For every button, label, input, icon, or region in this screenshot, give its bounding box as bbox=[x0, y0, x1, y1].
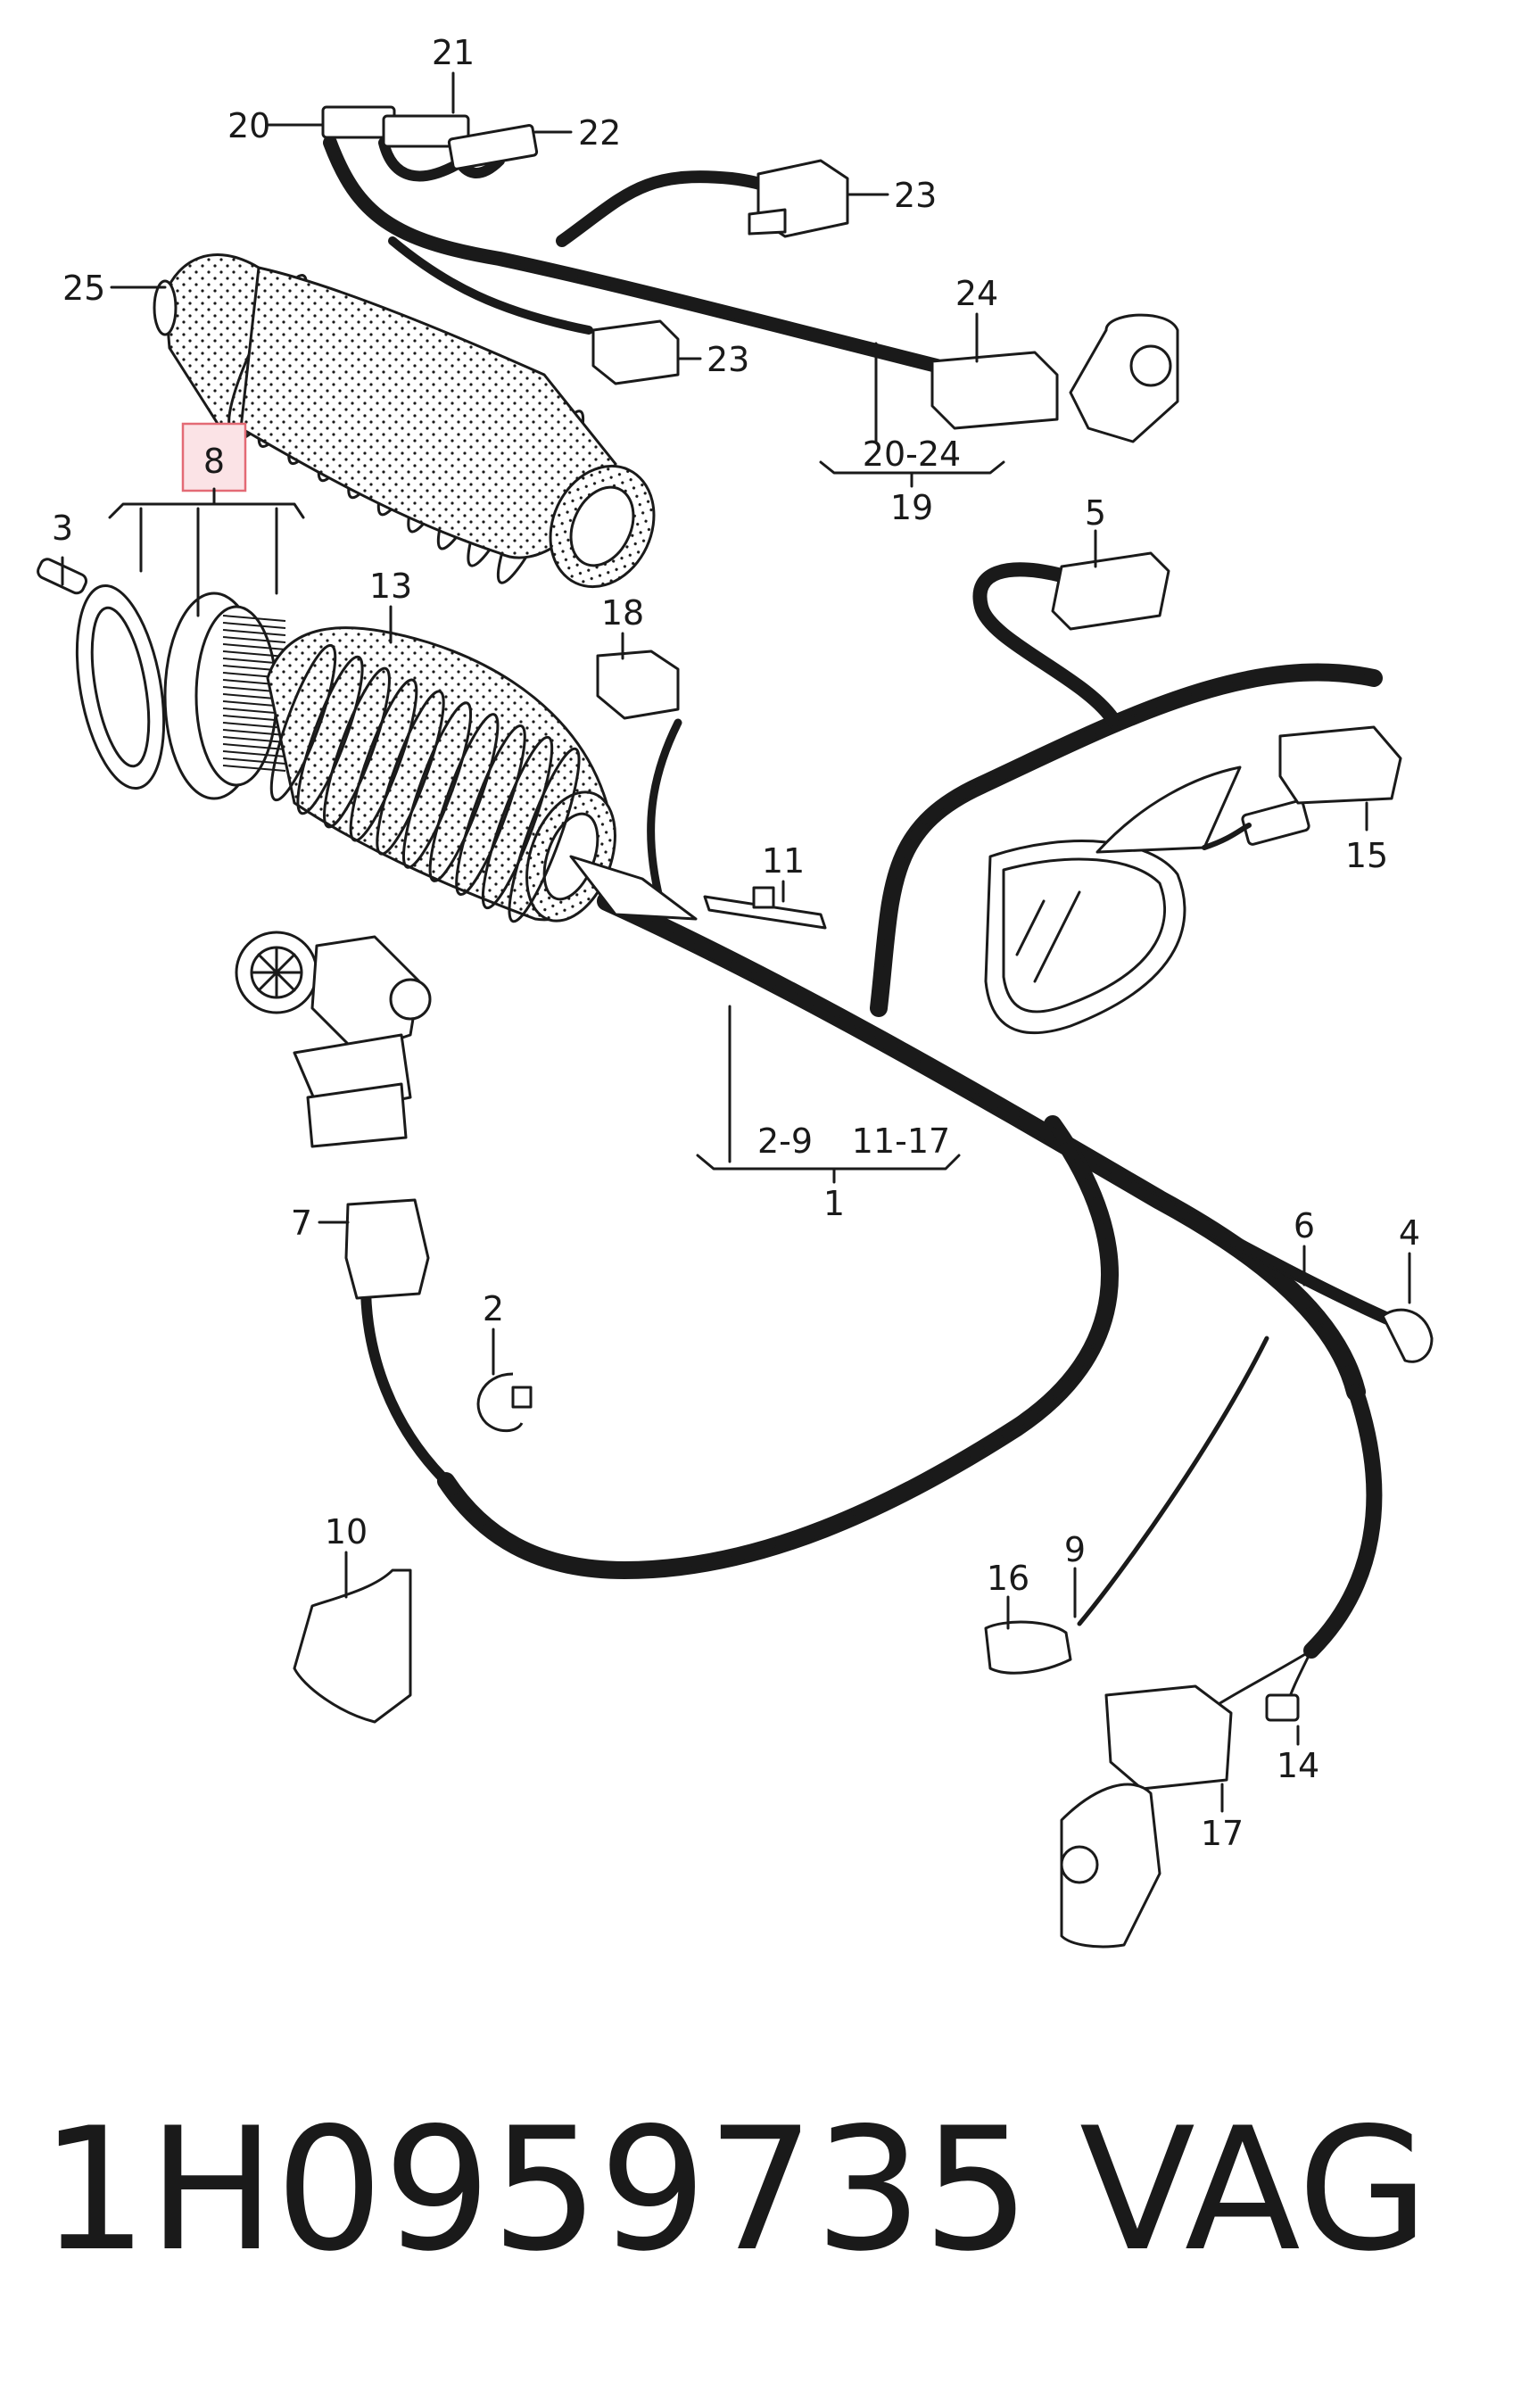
label-13: 13 bbox=[369, 567, 412, 606]
rubber-boot-13 bbox=[266, 626, 698, 923]
label-18: 18 bbox=[601, 593, 644, 633]
label-17: 17 bbox=[1201, 1814, 1244, 1853]
label-21: 21 bbox=[432, 33, 475, 72]
label-23-upper: 23 bbox=[894, 176, 937, 215]
label-range-2-9: 2-9 bbox=[757, 1121, 813, 1161]
label-11: 11 bbox=[762, 841, 805, 881]
label-1: 1 bbox=[823, 1184, 845, 1223]
label-range-20-24: 20-24 bbox=[863, 434, 961, 474]
part-number: 1H0959735 bbox=[40, 2091, 1030, 2288]
label-9: 9 bbox=[1064, 1530, 1086, 1569]
label-8: 8 bbox=[203, 442, 225, 481]
label-3: 3 bbox=[52, 509, 73, 548]
label-16: 16 bbox=[987, 1559, 1029, 1598]
window-motor bbox=[235, 931, 432, 1148]
leader-lines bbox=[61, 71, 1411, 1813]
label-range-11-17: 11-17 bbox=[852, 1121, 950, 1161]
connectors bbox=[293, 105, 1434, 1949]
rubber-boot-25 bbox=[153, 253, 656, 589]
side-mirror bbox=[984, 765, 1310, 1035]
label-10: 10 bbox=[325, 1512, 368, 1552]
label-6: 6 bbox=[1294, 1206, 1315, 1245]
label-19: 19 bbox=[890, 488, 933, 527]
label-2: 2 bbox=[483, 1289, 504, 1328]
brand-name: VAG bbox=[1079, 2091, 1429, 2288]
label-4: 4 bbox=[1399, 1213, 1420, 1253]
label-20: 20 bbox=[227, 106, 270, 145]
label-15: 15 bbox=[1345, 836, 1388, 875]
grommet-assembly-8 bbox=[37, 558, 286, 800]
main-harness bbox=[360, 562, 1398, 1715]
label-22: 22 bbox=[578, 113, 621, 153]
footer: 1H0959735 VAG bbox=[40, 2091, 1429, 2288]
label-24: 24 bbox=[955, 274, 998, 313]
label-23-lower: 23 bbox=[707, 340, 749, 379]
label-14: 14 bbox=[1277, 1746, 1319, 1785]
upper-harness bbox=[323, 136, 944, 373]
label-25: 25 bbox=[62, 269, 105, 308]
callout-labels: 21 20 22 23 23 24 25 20-24 19 8 3 13 18 … bbox=[52, 33, 1420, 1853]
label-5: 5 bbox=[1085, 493, 1106, 533]
label-7: 7 bbox=[291, 1204, 312, 1243]
